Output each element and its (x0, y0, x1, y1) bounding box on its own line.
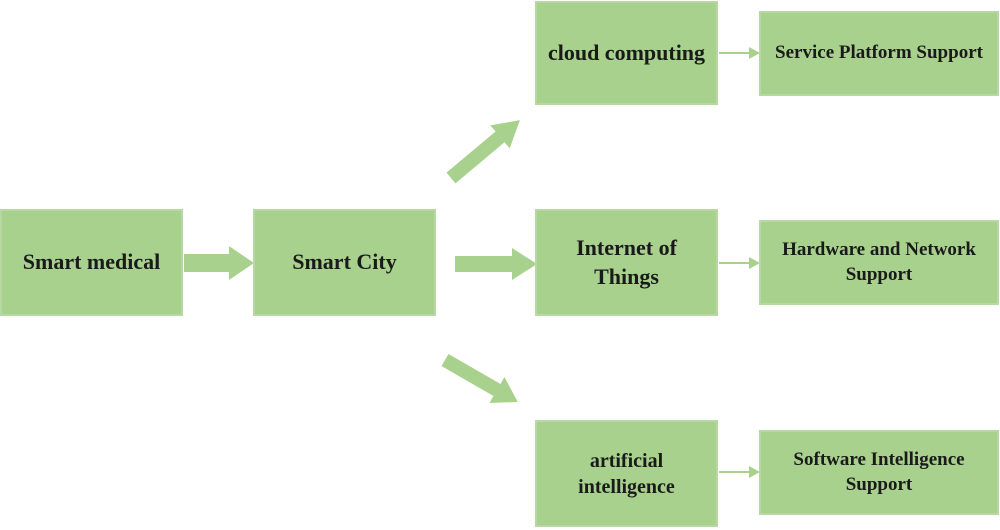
node-smart-city-label: Smart City (292, 249, 397, 275)
node-service-platform-support-label: Service Platform Support (775, 42, 983, 64)
node-smart-city: Smart City (253, 209, 436, 316)
node-software-intelligence-support-label: Software Intelligence Support (793, 448, 965, 495)
node-artificial-intelligence-label: artificial intelligence (578, 449, 675, 498)
node-service-platform-support: Service Platform Support (759, 11, 999, 96)
node-hardware-network-support-label: Hardware and Network Support (782, 238, 976, 285)
arrow-iot-to-hardware-head (749, 257, 760, 269)
node-cloud-computing: cloud computing (535, 1, 718, 105)
arrow-city-to-iot (455, 248, 537, 280)
node-artificial-intelligence: artificial intelligence (535, 420, 718, 527)
arrow-cloud-to-service-head (749, 47, 760, 59)
arrow-city-to-cloud (446, 120, 520, 184)
arrow-ai-to-software-head (749, 466, 760, 478)
node-software-intelligence-support: Software Intelligence Support (759, 430, 999, 515)
node-smart-medical-label: Smart medical (22, 249, 161, 275)
arrow-city-to-ai (441, 353, 518, 403)
node-smart-medical: Smart medical (0, 209, 183, 316)
node-hardware-network-support: Hardware and Network Support (759, 220, 999, 305)
node-internet-of-things: Internet of Things (535, 209, 718, 316)
node-cloud-computing-label: cloud computing (547, 39, 706, 65)
arrow-medical-to-city (184, 246, 254, 280)
node-internet-of-things-label: Internet of Things (576, 234, 677, 289)
